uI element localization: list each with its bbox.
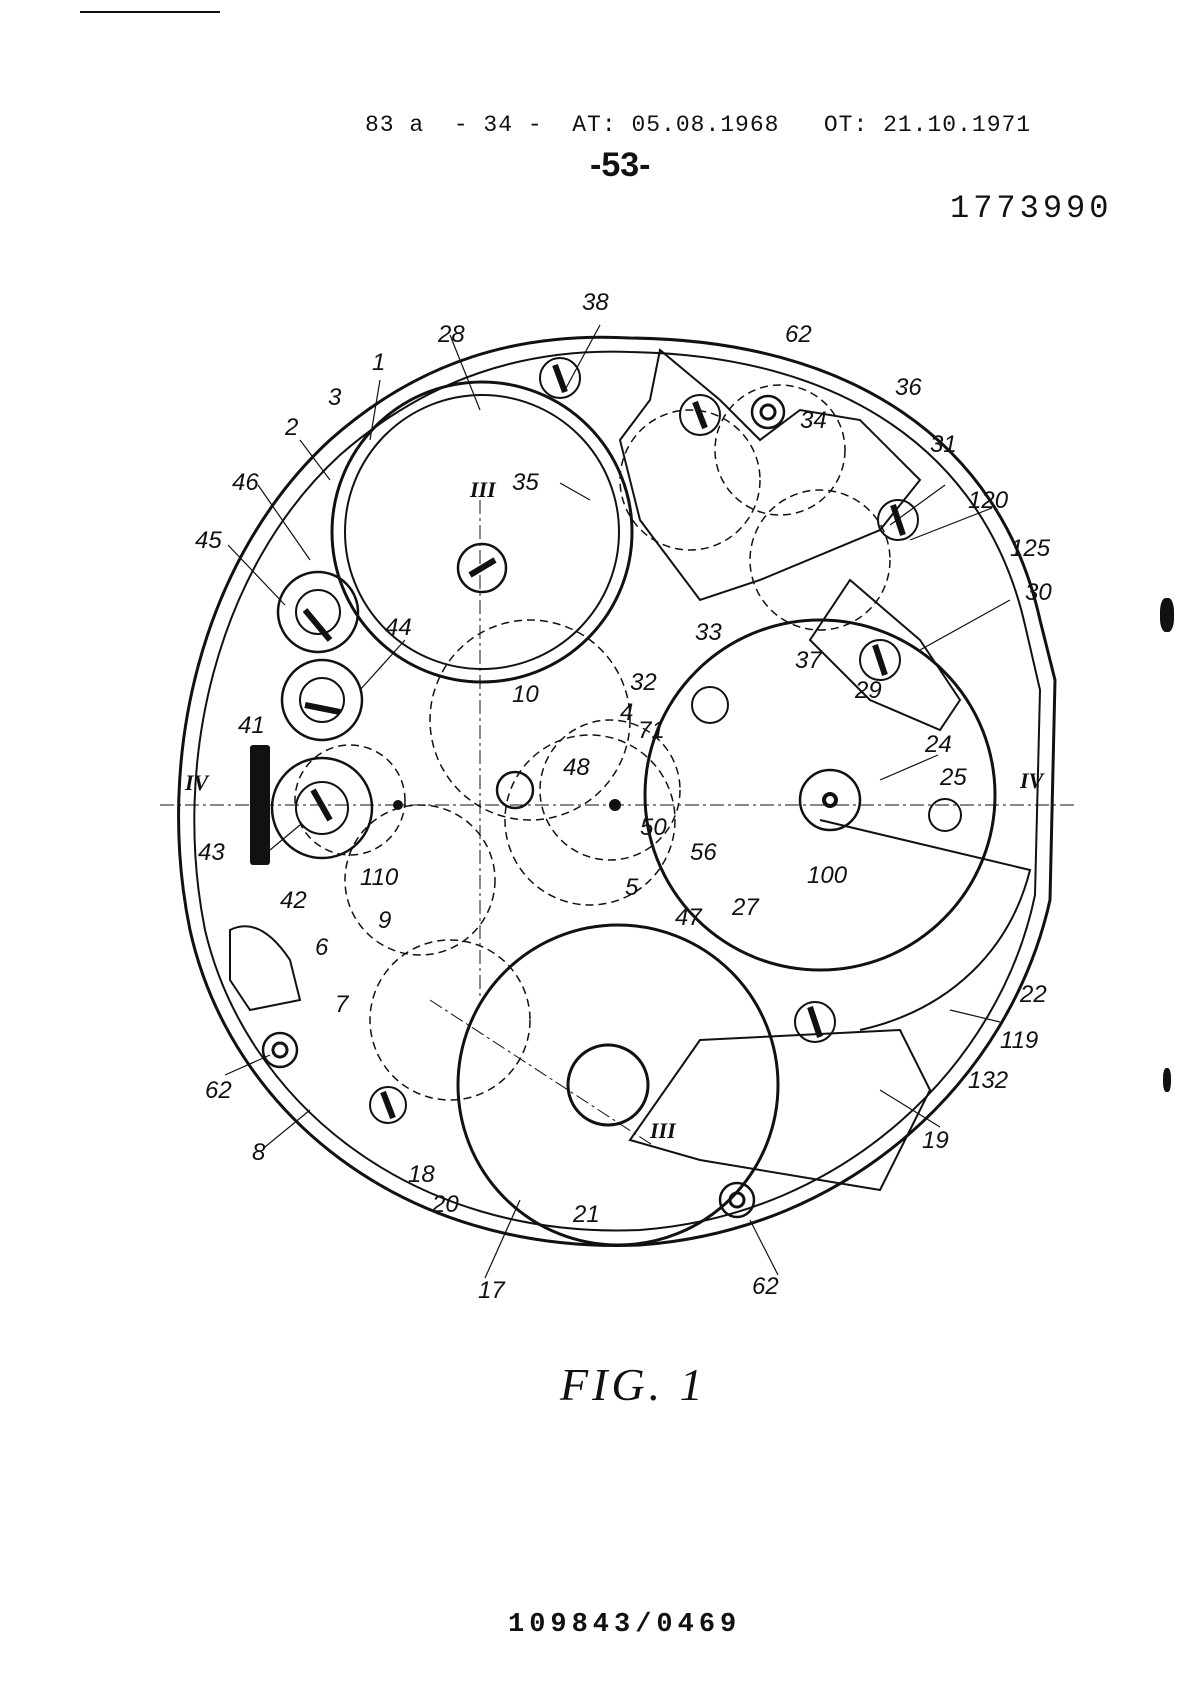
reference-numeral: 22	[1019, 981, 1047, 1008]
figure-caption: FIG. 1	[560, 1359, 707, 1410]
top-rule	[80, 11, 220, 13]
reference-numeral: 29	[854, 677, 882, 704]
reference-numeral: 19	[922, 1127, 949, 1154]
reference-numeral: 6	[315, 934, 329, 961]
reference-numeral: 44	[385, 614, 412, 641]
reference-numeral: 35	[512, 469, 539, 496]
reference-numeral: 47	[675, 904, 703, 931]
reference-numeral: 30	[1025, 579, 1052, 606]
reference-numeral: 18	[408, 1161, 435, 1188]
section-line-label: IV	[184, 770, 211, 795]
reference-numeral: 17	[478, 1277, 506, 1304]
reference-numeral: 132	[968, 1067, 1008, 1094]
reference-numeral: 31	[930, 431, 957, 458]
reference-numeral: 1	[372, 349, 385, 376]
reference-numeral: 120	[968, 487, 1009, 514]
reference-numeral: 5	[625, 874, 639, 901]
section-line-label: IV	[1019, 768, 1046, 793]
reference-numeral: 10	[512, 681, 539, 708]
reference-numeral: 45	[195, 527, 222, 554]
reference-numeral: 27	[731, 894, 760, 921]
reference-numeral: 2	[284, 414, 298, 441]
reference-numeral: 4	[620, 699, 633, 726]
reference-numeral: 34	[800, 407, 827, 434]
reference-numeral: 3	[328, 384, 342, 411]
reference-numeral: 48	[563, 754, 590, 781]
reference-numeral: 25	[939, 764, 967, 791]
reference-numeral: 9	[378, 907, 391, 934]
reference-numeral: 110	[360, 864, 399, 891]
reference-numeral: 100	[807, 862, 848, 889]
reference-numeral: 119	[1000, 1027, 1038, 1054]
reference-numeral: 56	[690, 839, 717, 866]
barrel-circle	[330, 380, 634, 684]
scan-edge-mark	[1160, 598, 1174, 632]
plate-inner-ring	[193, 350, 1042, 1232]
plate-outline	[177, 335, 1057, 1247]
footer-code: 109843/0469	[508, 1610, 742, 1640]
reference-numeral: 36	[895, 374, 922, 401]
section-line-label: III	[649, 1118, 677, 1143]
rotor-circle	[456, 923, 780, 1247]
reference-numeral: 7	[335, 991, 350, 1018]
balance-circle	[643, 618, 997, 972]
page-mark: -53-	[590, 146, 651, 184]
crown	[250, 745, 270, 865]
filing-header: 83 a - 34 - AT: 05.08.1968 OT: 21.10.197…	[365, 112, 1032, 138]
reference-numeral: 62	[752, 1273, 779, 1300]
reference-numeral: 37	[795, 647, 823, 674]
document-number: 1773990	[950, 190, 1113, 227]
scan-edge-mark	[1163, 1068, 1171, 1092]
reference-numeral: 21	[572, 1201, 600, 1228]
reference-numeral: 42	[280, 887, 307, 914]
reference-numeral: 28	[437, 321, 465, 348]
reference-numeral: 62	[785, 321, 812, 348]
reference-numeral: 33	[695, 619, 722, 646]
reference-numeral: 50	[640, 814, 667, 841]
reference-numeral: 62	[205, 1077, 232, 1104]
reference-numeral: 43	[198, 839, 225, 866]
reference-numeral: 46	[232, 469, 259, 496]
reference-numeral: 41	[238, 712, 265, 739]
reference-numeral: 20	[431, 1191, 459, 1218]
reference-numeral: 8	[252, 1139, 266, 1166]
reference-numeral: 125	[1010, 535, 1051, 562]
reference-numeral: 32	[630, 669, 657, 696]
reference-numeral: 71	[638, 717, 665, 744]
reference-numeral: 24	[924, 731, 952, 758]
reference-numeral: 38	[582, 289, 609, 316]
section-line-label: III	[469, 477, 497, 502]
